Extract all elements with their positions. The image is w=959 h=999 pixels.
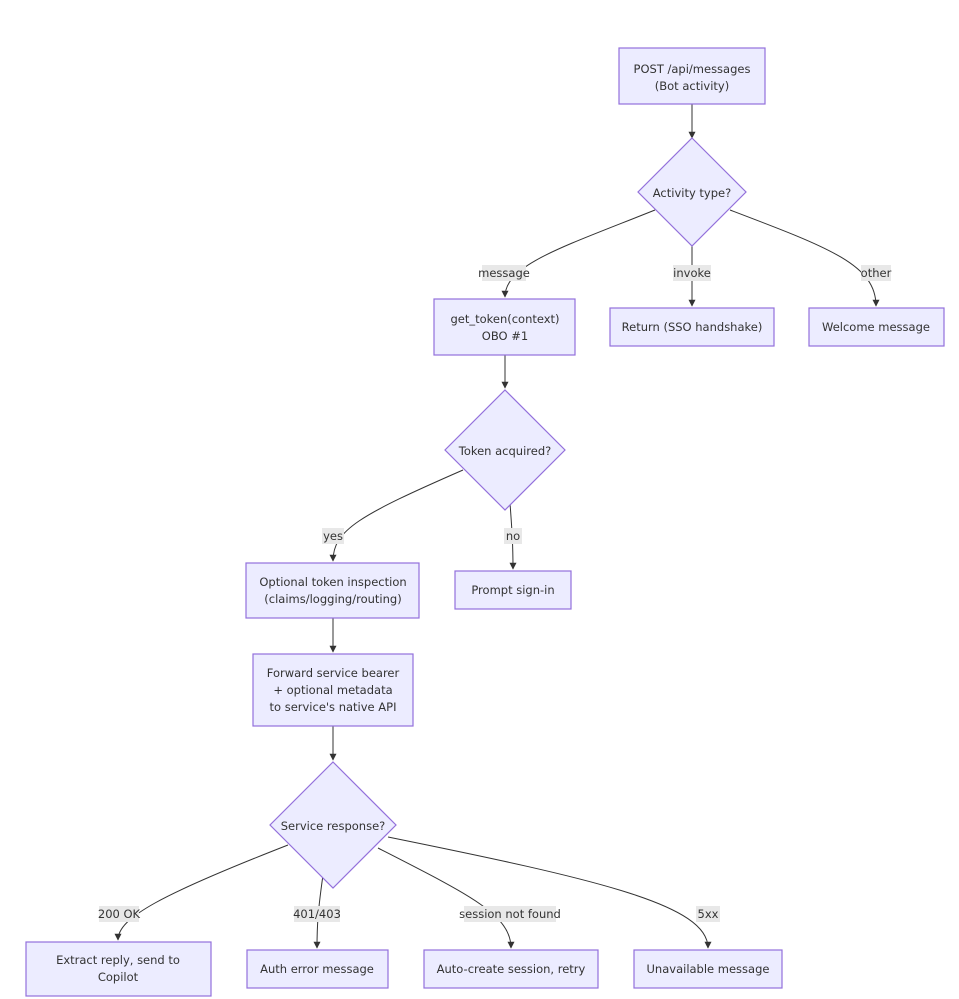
- edge-label-message: message: [478, 265, 530, 281]
- svg-text:OBO #1: OBO #1: [482, 329, 528, 343]
- edge-response-extract: [114, 844, 289, 941]
- edge-response-unavail: [387, 836, 712, 949]
- node-forward-service-bearer: Forward service bearer + optional metada…: [252, 653, 414, 727]
- svg-text:Forward service bearer: Forward service bearer: [267, 666, 400, 680]
- node-extract-reply: Extract reply, send to Copilot: [25, 941, 212, 997]
- svg-text:Auth error message: Auth error message: [260, 962, 374, 976]
- svg-text:no: no: [506, 529, 520, 543]
- svg-text:Copilot: Copilot: [98, 970, 139, 984]
- edge-label-no: no: [504, 528, 522, 544]
- nodes: POST /api/messages (Bot activity) Activi…: [25, 47, 945, 997]
- svg-text:session not found: session not found: [459, 907, 561, 921]
- edge-labels: message invoke other yes no 200 OK 401/4…: [98, 265, 892, 922]
- node-get-token: get_token(context) OBO #1: [433, 298, 576, 356]
- svg-text:Return (SSO handshake): Return (SSO handshake): [622, 320, 763, 334]
- svg-text:yes: yes: [323, 529, 343, 543]
- edge-activity-get-token: [501, 209, 656, 298]
- node-service-response-decision: Service response?: [269, 761, 397, 889]
- svg-text:Unavailable message: Unavailable message: [647, 962, 770, 976]
- svg-text:POST /api/messages: POST /api/messages: [634, 62, 751, 76]
- svg-text:to service's native API: to service's native API: [270, 700, 397, 714]
- edge-response-autocreate: [377, 847, 515, 949]
- svg-text:+ optional metadata: + optional metadata: [273, 683, 392, 697]
- svg-text:Activity type?: Activity type?: [653, 186, 731, 200]
- node-activity-type-decision: Activity type?: [637, 137, 747, 247]
- edge-activity-welcome: [729, 209, 880, 307]
- svg-text:get_token(context): get_token(context): [450, 312, 559, 326]
- svg-text:Service response?: Service response?: [281, 819, 386, 833]
- node-post-api-messages: POST /api/messages (Bot activity): [618, 47, 766, 105]
- node-prompt-sign-in: Prompt sign-in: [454, 570, 572, 610]
- svg-text:Welcome message: Welcome message: [822, 320, 930, 334]
- edge-label-200-ok: 200 OK: [98, 906, 141, 922]
- edge-label-session-not-found: session not found: [459, 906, 561, 922]
- edge-label-invoke: invoke: [673, 265, 711, 281]
- edges: [114, 104, 880, 949]
- node-unavailable-message: Unavailable message: [633, 949, 783, 989]
- svg-text:invoke: invoke: [673, 266, 711, 280]
- edge-label-other: other: [861, 265, 892, 281]
- svg-text:other: other: [861, 266, 892, 280]
- svg-text:(claims/logging/routing): (claims/logging/routing): [264, 592, 401, 606]
- svg-text:Extract reply, send to: Extract reply, send to: [56, 953, 180, 967]
- edge-label-yes: yes: [322, 528, 344, 544]
- svg-text:Token acquired?: Token acquired?: [458, 444, 551, 458]
- node-auto-create-session: Auto-create session, retry: [423, 949, 599, 989]
- svg-text:5xx: 5xx: [698, 907, 719, 921]
- svg-text:Prompt sign-in: Prompt sign-in: [471, 583, 554, 597]
- node-optional-token-inspection: Optional token inspection (claims/loggin…: [245, 562, 420, 619]
- node-welcome-message: Welcome message: [808, 307, 945, 347]
- svg-text:401/403: 401/403: [293, 907, 341, 921]
- svg-text:(Bot activity): (Bot activity): [655, 79, 729, 93]
- edge-acquired-inspect: [329, 469, 464, 562]
- svg-text:200 OK: 200 OK: [98, 907, 141, 921]
- edge-label-5xx: 5xx: [696, 906, 720, 922]
- svg-text:message: message: [478, 266, 530, 280]
- node-auth-error-message: Auth error message: [246, 949, 389, 989]
- edge-label-401-403: 401/403: [293, 906, 341, 922]
- svg-text:Auto-create session, retry: Auto-create session, retry: [437, 962, 586, 976]
- node-return-sso: Return (SSO handshake): [609, 307, 775, 347]
- node-token-acquired-decision: Token acquired?: [444, 389, 566, 511]
- svg-text:Optional token inspection: Optional token inspection: [259, 575, 406, 589]
